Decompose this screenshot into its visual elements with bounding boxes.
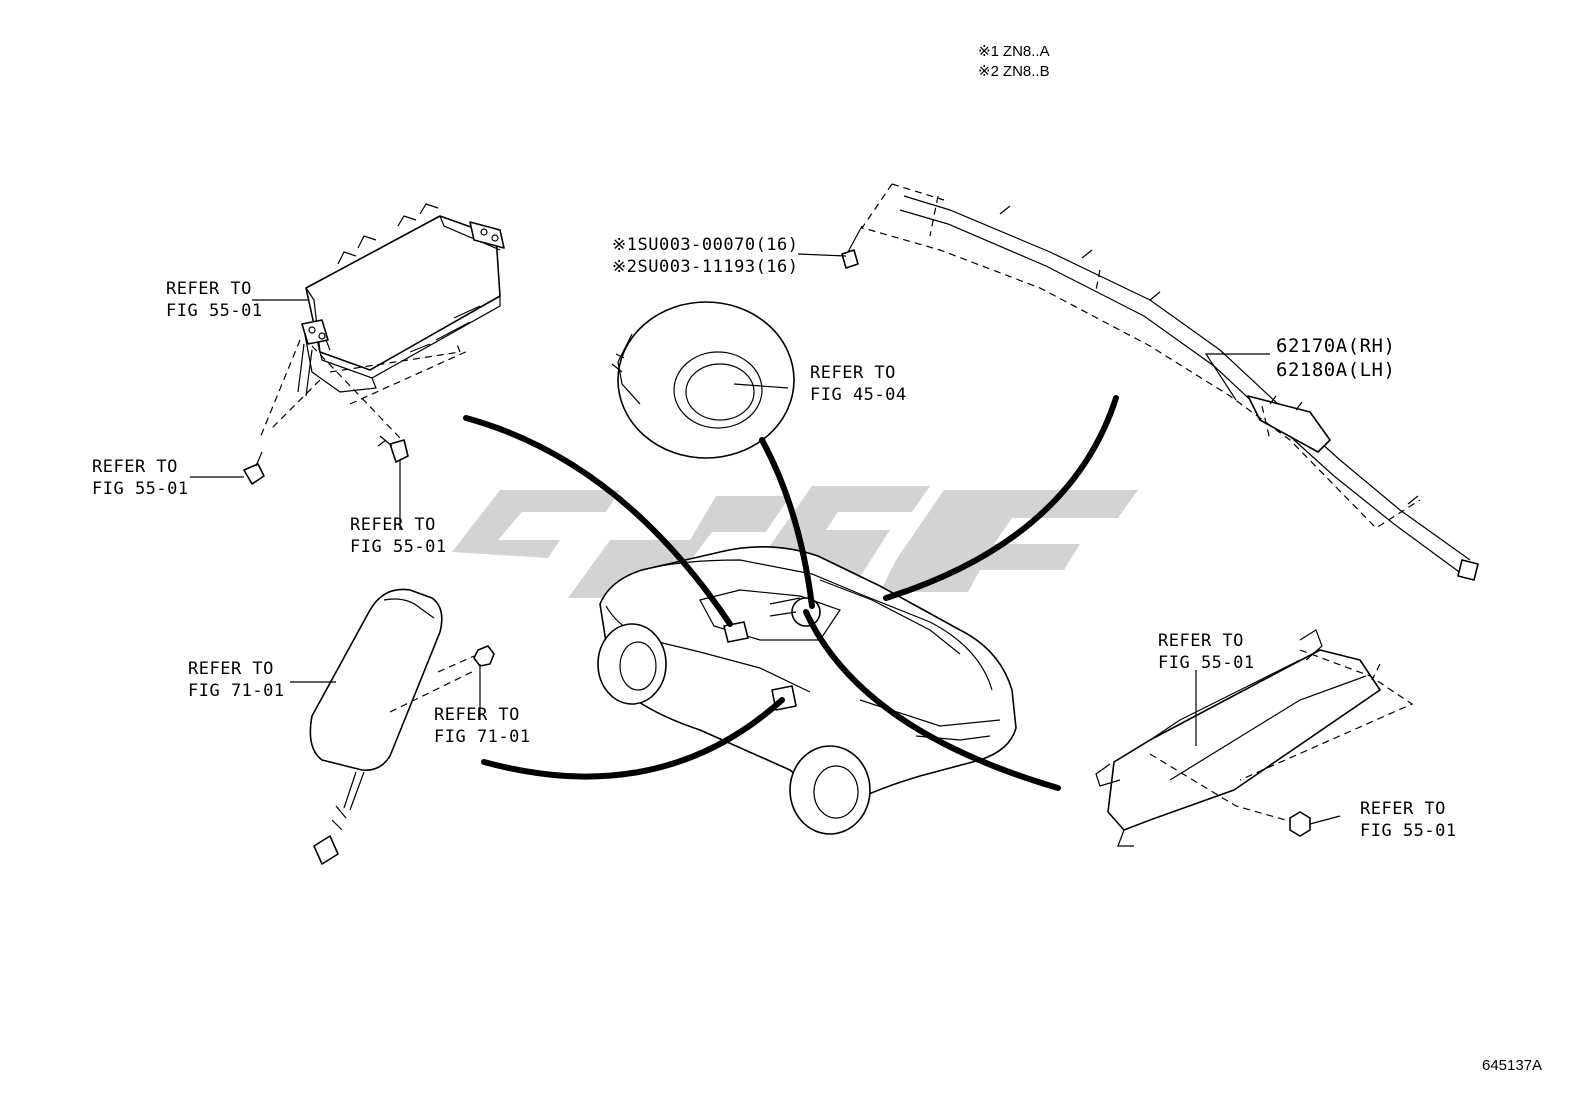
label-curtain-airbag: 62170A(RH) 62180A(LH) bbox=[1276, 335, 1395, 381]
diagram-id: 645137A bbox=[1482, 1057, 1542, 1074]
knee-airbag bbox=[1095, 629, 1414, 847]
label-passenger-bolt-lower: REFER TO FIG 55-01 bbox=[350, 515, 447, 557]
vehicle-outline bbox=[597, 546, 1017, 835]
svg-text:REFER TO: REFER TO bbox=[166, 279, 252, 299]
svg-text:※2SU003-11193(16): ※2SU003-11193(16) bbox=[612, 257, 799, 277]
svg-text:62180A(LH): 62180A(LH) bbox=[1276, 359, 1395, 381]
svg-text:REFER TO: REFER TO bbox=[1360, 799, 1446, 819]
svg-text:FIG 45-04: FIG 45-04 bbox=[810, 385, 907, 405]
passenger-bolt-left bbox=[243, 451, 265, 485]
svg-text:REFER TO: REFER TO bbox=[810, 363, 896, 383]
callout-curtain bbox=[883, 395, 1119, 601]
svg-text:FIG 71-01: FIG 71-01 bbox=[188, 681, 285, 701]
svg-text:62170A(RH): 62170A(RH) bbox=[1276, 335, 1395, 357]
callout-arcs bbox=[463, 395, 1119, 791]
callout-knee bbox=[803, 609, 1061, 791]
knee-nut bbox=[1289, 811, 1311, 837]
label-knee-airbag: REFER TO FIG 55-01 bbox=[1158, 631, 1255, 673]
label-seat-nut: REFER TO FIG 71-01 bbox=[434, 705, 531, 747]
svg-text:REFER TO: REFER TO bbox=[188, 659, 274, 679]
callout-seat bbox=[481, 697, 785, 780]
svg-text:FIG 55-01: FIG 55-01 bbox=[92, 479, 189, 499]
curtain-bolt bbox=[841, 225, 863, 269]
leader-lines bbox=[190, 253, 1341, 825]
label-knee-nut: REFER TO FIG 55-01 bbox=[1360, 799, 1457, 841]
svg-text:※1SU003-00070(16): ※1SU003-00070(16) bbox=[612, 235, 799, 255]
svg-text:REFER TO: REFER TO bbox=[92, 457, 178, 477]
passenger-bolt-lower bbox=[377, 435, 409, 463]
svg-text:FIG 55-01: FIG 55-01 bbox=[1158, 653, 1255, 673]
svg-text:FIG 71-01: FIG 71-01 bbox=[434, 727, 531, 747]
steering-wheel-pad bbox=[611, 301, 795, 459]
svg-text:REFER TO: REFER TO bbox=[1158, 631, 1244, 651]
passenger-airbag-module bbox=[259, 203, 505, 439]
seat-side-airbag bbox=[309, 588, 477, 865]
callout-passenger bbox=[463, 415, 733, 627]
callout-steering bbox=[759, 437, 815, 609]
label-seat-airbag: REFER TO FIG 71-01 bbox=[188, 659, 285, 701]
label-bolt-part-numbers: ※1SU003-00070(16) ※2SU003-11193(16) bbox=[612, 235, 799, 277]
label-steering-pad: REFER TO FIG 45-04 bbox=[810, 363, 907, 405]
svg-text:FIG 55-01: FIG 55-01 bbox=[350, 537, 447, 557]
seat-nut bbox=[473, 645, 495, 667]
svg-text:FIG 55-01: FIG 55-01 bbox=[1360, 821, 1457, 841]
svg-text:REFER TO: REFER TO bbox=[434, 705, 520, 725]
label-passenger-airbag: REFER TO FIG 55-01 bbox=[166, 279, 263, 321]
svg-text:FIG 55-01: FIG 55-01 bbox=[166, 301, 263, 321]
svg-text:REFER TO: REFER TO bbox=[350, 515, 436, 535]
label-passenger-bolt-left: REFER TO FIG 55-01 bbox=[92, 457, 189, 499]
